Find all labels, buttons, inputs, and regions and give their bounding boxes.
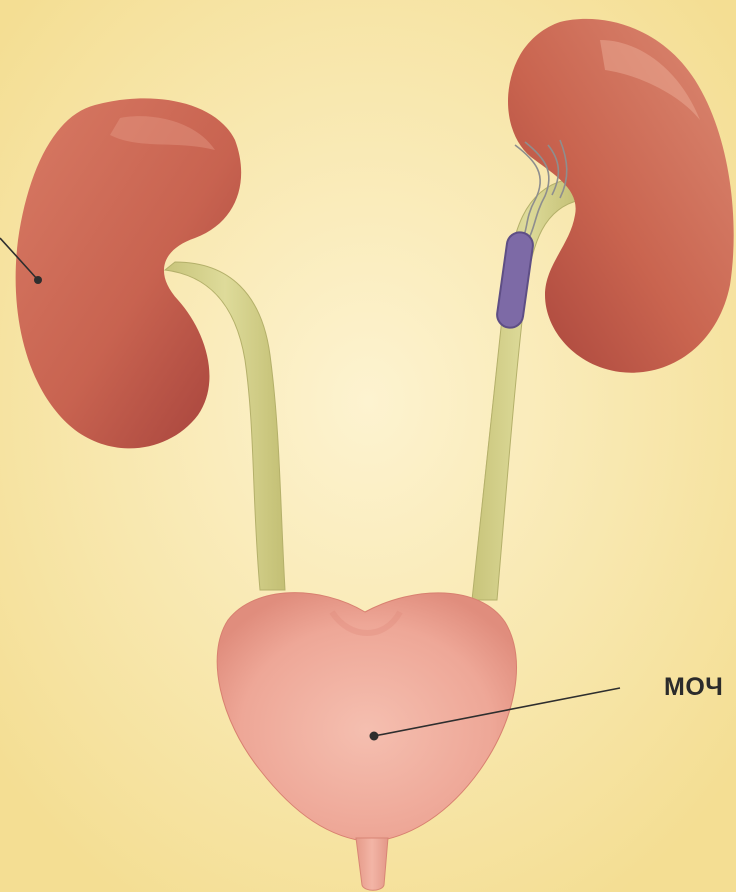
bladder-label: МОЧ <box>664 673 723 701</box>
bladder-pointer-dot <box>370 732 379 741</box>
kidney-pointer-dot <box>34 276 42 284</box>
